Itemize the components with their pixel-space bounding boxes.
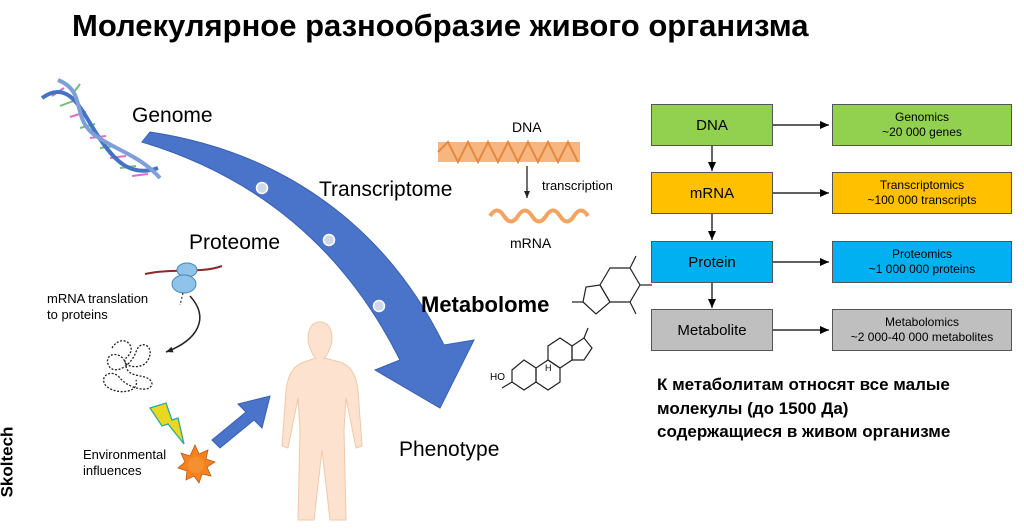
environment-caption: Environmental influences [83, 447, 166, 479]
environment-arrow [211, 395, 271, 449]
dna-helix-icon [40, 78, 162, 180]
mrna-wave-label: mRNA [510, 235, 552, 251]
translation-caption-line: to proteins [47, 307, 108, 322]
transcriptome-label: Transcriptome [319, 178, 453, 201]
transcription-label: transcription [542, 178, 613, 193]
transcriptomics-count: ~100 000 transcripts [867, 193, 977, 207]
genome-label: Genome [132, 104, 213, 127]
metabolomics-title: Metabolomics [884, 315, 960, 329]
translation-caption-line: mRNA translation [47, 291, 149, 306]
genomics-box: Genomics ~20 000 genes [832, 104, 1012, 146]
folded-protein-icon [103, 340, 153, 393]
steroid-h-label: H [545, 363, 552, 373]
steroid-molecule-icon [501, 327, 593, 391]
proteomics-title: Proteomics [891, 247, 953, 261]
proteome-label: Proteome [189, 231, 281, 254]
genomics-count: ~20 000 genes [882, 125, 962, 139]
transcriptomics-title: Transcriptomics [879, 178, 965, 192]
omics-cascade-arrow [141, 131, 475, 409]
proteomics-box: Proteomics ~1 000 000 proteins [832, 241, 1012, 283]
dna-strand-icon [437, 139, 580, 165]
flow-connectors [708, 121, 829, 334]
human-figure-icon [281, 321, 363, 521]
skoltech-logo: Skoltech [0, 426, 17, 498]
uric-acid-molecule-icon [572, 255, 652, 315]
metabolomics-box: Metabolomics ~2 000-40 000 metabolites [832, 309, 1012, 351]
dna-strand-label: DNA [512, 119, 542, 135]
note-line: К метаболитам относят все малые [657, 375, 950, 394]
metabolome-label: Metabolome [421, 292, 550, 317]
mrna-wave-icon [488, 208, 590, 224]
cascade-dot [255, 181, 269, 195]
dna-box: DNA [651, 104, 773, 146]
lightning-icon [148, 402, 185, 445]
note-line: молекулы (до 1500 Да) [657, 398, 849, 418]
translation-arrow [165, 295, 201, 353]
metabolite-box: Metabolite [651, 309, 773, 351]
mrna-box: mRNA [651, 172, 773, 214]
translation-caption: mRNA translation to proteins [47, 291, 148, 323]
hydroxyl-label: HO [490, 372, 505, 383]
ribosome-icon [144, 262, 223, 306]
cascade-dot [372, 299, 386, 313]
note-line: содержащиеся в живом организме [657, 422, 951, 441]
proteomics-count: ~1 000 000 proteins [868, 262, 976, 276]
metabolite-definition-note: К метаболитам относят все малые молекулы… [657, 373, 950, 444]
phenotype-label: Phenotype [399, 438, 500, 461]
environment-caption-line: influences [83, 463, 142, 478]
environment-caption-line: Environmental [83, 447, 167, 462]
transcriptomics-box: Transcriptomics ~100 000 transcripts [832, 172, 1012, 214]
page-title: Молекулярное разнообразие живого организ… [72, 8, 809, 43]
sun-icon [177, 444, 216, 484]
metabolomics-count: ~2 000-40 000 metabolites [850, 330, 994, 344]
cascade-dot [322, 233, 336, 247]
genomics-title: Genomics [894, 110, 950, 124]
protein-box: Protein [651, 241, 773, 283]
